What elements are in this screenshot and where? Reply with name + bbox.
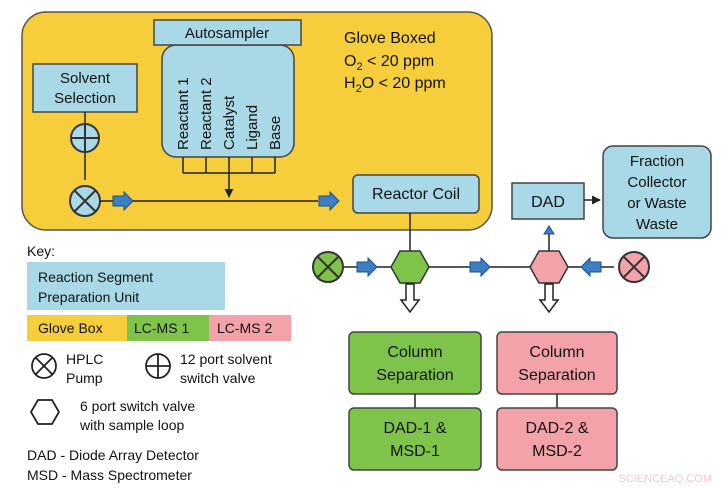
hplc-pump-lcms2-icon <box>618 251 650 283</box>
key-six-port-icon <box>29 399 61 425</box>
key-lcms1-label: LC-MS 1 <box>134 320 189 336</box>
key-dad-definition: DAD - Diode Array Detector <box>27 447 199 463</box>
six-port-valve-lcms2-icon <box>529 250 569 284</box>
detector-1-label: DAD-1 & <box>383 420 446 437</box>
detector-2-label: MSD-2 <box>532 443 582 460</box>
column-separation-1-label: Separation <box>376 367 453 384</box>
key-segment-swatch <box>27 262 225 310</box>
key-twelve-port-label: 12 port solvent <box>180 351 272 367</box>
autosampler-label: Autosampler <box>185 25 269 42</box>
column-separation-2-label: Column <box>529 344 584 361</box>
autosampler-slot: Reactant 1 <box>175 77 192 150</box>
key-twelve-port-icon <box>145 353 171 379</box>
autosampler-slot: Ligand <box>244 105 261 150</box>
flow-arrow-icon <box>580 256 602 278</box>
key-segment-label: Reaction Segment <box>38 269 153 285</box>
o2-limit: O2 < 20 ppm <box>344 53 434 73</box>
flow-arrow-icon <box>469 256 491 278</box>
column-separation-1-label: Column <box>387 344 442 361</box>
solvent-selection-box <box>32 63 138 113</box>
key-segment-label: Preparation Unit <box>38 289 139 305</box>
detector-1-box <box>348 407 482 471</box>
key-glove-box-swatch <box>27 315 127 341</box>
autosampler-slot: Base <box>267 116 284 150</box>
key-lcms2-swatch <box>209 315 291 341</box>
dad-label: DAD <box>531 194 565 211</box>
autosampler-slot: Catalyst <box>221 95 238 150</box>
fraction-collector-label: Waste <box>636 216 678 233</box>
watermark: SCIENCEAQ.COM <box>618 473 712 485</box>
solvent-selection-label: Solvent <box>60 70 111 87</box>
fraction-collector-label: Fraction <box>630 153 684 170</box>
up-arrow-icon <box>543 225 555 235</box>
flow-arrow-icon <box>356 256 378 278</box>
column-separation-2-box <box>496 331 618 395</box>
key-hplc-pump-icon <box>31 353 57 379</box>
hplc-pump-lcms1-icon <box>312 251 344 283</box>
down-arrow-icon <box>399 283 421 314</box>
h2o-limit: H2O < 20 ppm <box>344 75 446 95</box>
fraction-collector-box <box>602 145 712 239</box>
key-six-port-label: 6 port switch valve <box>80 398 195 414</box>
detector-1-label: MSD-1 <box>390 443 440 460</box>
fraction-collector-label: or Waste <box>627 195 686 212</box>
reactor-coil-box <box>352 174 480 214</box>
detector-2-label: DAD-2 & <box>525 420 588 437</box>
autosampler-header <box>153 19 302 46</box>
solvent-selection-label: Selection <box>54 90 116 107</box>
hplc-pump-icon <box>69 185 101 217</box>
key-title: Key: <box>27 243 55 259</box>
key-msd-definition: MSD - Mass Spectrometer <box>27 467 192 483</box>
fraction-collector-label: Collector <box>627 174 686 191</box>
autosampler-slot: Reactant 2 <box>198 77 215 150</box>
key-lcms1-swatch <box>127 315 209 341</box>
key-glove-box-label: Glove Box <box>38 320 103 336</box>
reactor-coil-label: Reactor Coil <box>372 186 460 203</box>
key-six-port-label: with sample loop <box>79 417 184 433</box>
detector-2-box <box>496 407 618 471</box>
flow-arrow-icon <box>112 190 134 212</box>
key-hplc-label: HPLC <box>66 351 103 367</box>
flow-arrow-icon <box>318 190 340 212</box>
key-twelve-port-label: switch valve <box>180 370 256 386</box>
dad-box <box>511 182 585 220</box>
key-lcms2-label: LC-MS 2 <box>217 320 272 336</box>
down-arrow-icon <box>538 283 560 314</box>
autosampler-manifold <box>182 157 276 198</box>
column-separation-1-box <box>348 331 482 395</box>
glove-box-title: Glove Boxed <box>344 30 436 47</box>
key-hplc-label: Pump <box>66 370 103 386</box>
six-port-valve-lcms1-icon <box>390 250 430 284</box>
twelve-port-valve-icon <box>70 123 100 153</box>
column-separation-2-label: Separation <box>518 367 595 384</box>
